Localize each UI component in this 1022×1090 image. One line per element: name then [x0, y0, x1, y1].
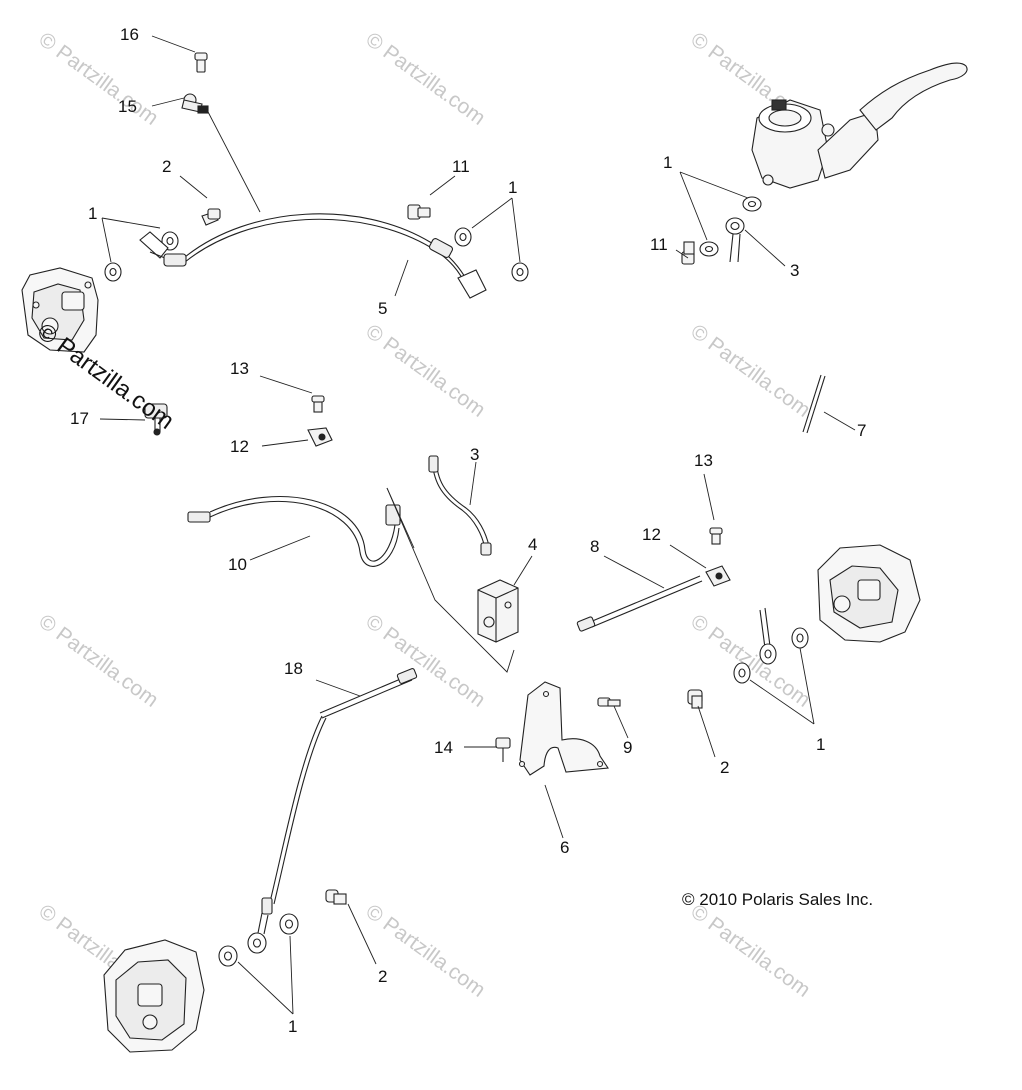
cable-tie-part-7 — [802, 374, 826, 434]
washer-part-1 — [104, 262, 122, 282]
brake-switch-part-17 — [144, 403, 168, 436]
callout-3: 3 — [470, 445, 479, 464]
bolt-part-14 — [495, 737, 511, 762]
callout-12: 12 — [642, 525, 661, 544]
callout-2: 2 — [378, 967, 387, 986]
callout-17: 17 — [70, 409, 89, 428]
brake-line-part-18 — [261, 668, 418, 915]
brake-line-part-8 — [576, 575, 703, 632]
master-cylinder-with-lever — [751, 62, 968, 189]
callout-12: 12 — [230, 437, 249, 456]
copyright-notice: © 2010 Polaris Sales Inc. — [682, 890, 874, 909]
callout-1: 1 — [663, 153, 672, 172]
callout-15: 15 — [118, 97, 137, 116]
washer-part-1 — [733, 662, 751, 684]
callout-1: 1 — [288, 1017, 297, 1036]
brake-hose-part-10 — [187, 495, 401, 567]
banjo-bolt-part-2-top — [201, 208, 221, 226]
leader-lines — [99, 35, 856, 1015]
callout-14: 14 — [434, 738, 453, 757]
callout-5: 5 — [378, 299, 387, 318]
callout-6: 6 — [560, 838, 569, 857]
callout-3: 3 — [790, 261, 799, 280]
banjo-bolt-part-11 — [407, 204, 431, 220]
callout-8: 8 — [590, 537, 599, 556]
banjo-fitting-part-3-upper — [725, 217, 745, 263]
clamp-part-15 — [181, 93, 209, 114]
banjo-fitting-rear — [247, 912, 269, 954]
callout-4: 4 — [528, 535, 537, 554]
clamp-part-12 — [307, 427, 333, 447]
washer-part-1 — [454, 227, 472, 247]
callout-13: 13 — [694, 451, 713, 470]
callout-2: 2 — [720, 758, 729, 777]
callout-11: 11 — [650, 235, 668, 254]
brake-caliper-front-left — [21, 267, 99, 353]
banjo-bolt-part-2-right — [687, 689, 703, 709]
washer-part-1 — [791, 627, 809, 649]
callout-1: 1 — [508, 178, 517, 197]
brake-tee-block-part-4 — [477, 579, 519, 643]
callout-1: 1 — [816, 735, 825, 754]
callout-9: 9 — [623, 738, 632, 757]
banjo-bolt-part-11-mc — [681, 241, 695, 265]
callout-16: 16 — [120, 25, 139, 44]
washer-part-1 — [699, 241, 719, 257]
callout-labels: 16 15 2 1 11 1 5 1 11 3 13 17 12 7 3 13 … — [70, 25, 866, 1036]
banjo-fitting-right — [759, 607, 777, 665]
callout-1: 1 — [88, 204, 97, 223]
brake-hose-part-3 — [428, 455, 492, 556]
clamp-part-12 — [705, 565, 731, 587]
pin-part-13 — [311, 395, 325, 413]
callout-11: 11 — [452, 157, 470, 176]
brake-caliper-front-right — [817, 544, 921, 643]
pin-part-9 — [597, 697, 621, 707]
callout-7: 7 — [857, 421, 866, 440]
brake-caliper-rear — [103, 939, 205, 1053]
callout-13: 13 — [230, 359, 249, 378]
washer-part-1 — [218, 945, 238, 967]
bolt-part-16 — [194, 52, 208, 73]
washer-part-1 — [279, 913, 299, 935]
brake-hose-part-5 — [139, 213, 487, 299]
banjo-bolt-part-2-bottom — [325, 889, 347, 905]
callout-2: 2 — [162, 157, 171, 176]
callout-18: 18 — [284, 659, 303, 678]
pin-part-13 — [709, 527, 723, 545]
bracket-part-6 — [518, 681, 609, 776]
washer-part-1 — [742, 196, 762, 212]
washer-part-1 — [511, 262, 529, 282]
callout-10: 10 — [228, 555, 247, 574]
